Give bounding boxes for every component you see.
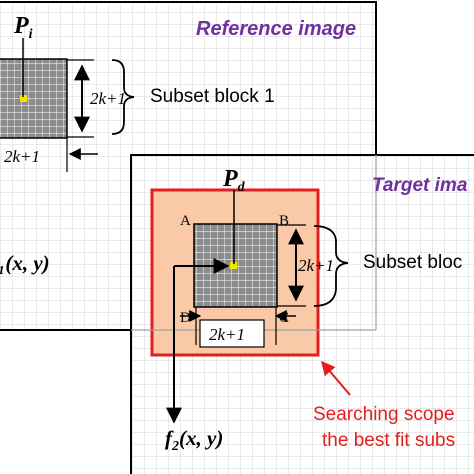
searching-scope-label-line2: the best fit subs (322, 430, 455, 451)
reference-curly-brace (111, 59, 135, 135)
target-vertical-size-label: 2k+1 (298, 256, 334, 275)
corner-label-a: A (180, 213, 191, 229)
target-curly-brace (313, 225, 349, 307)
reference-title: Reference image (196, 18, 356, 40)
reference-center-pixel (20, 95, 27, 102)
reference-function-label: ₁(x, y) (0, 251, 50, 275)
target-horizontal-size-box (199, 319, 265, 348)
searching-scope-label-line1: Searching scope (313, 404, 455, 425)
target-horizontal-size-label: 2k+1 (209, 325, 245, 344)
searching-scope-arrow (321, 360, 351, 396)
target-point-label: Pd (222, 166, 246, 195)
corner-label-b: B (279, 213, 289, 229)
reference-horizontal-size-label: 2k+1 (4, 147, 40, 166)
reference-vertical-size-label: 2k+1 (90, 89, 126, 108)
target-function-label: f2(x, y) (165, 426, 223, 454)
target-subset-label: Subset bloc (363, 252, 462, 273)
target-title: Target ima (372, 175, 468, 196)
reference-point-label: Pi (13, 13, 33, 42)
reference-subset-block (0, 58, 68, 139)
target-image-panel: Pd Target ima A B C D 2k+1 Subset bloc 2… (130, 154, 474, 474)
corner-label-c: C (279, 310, 289, 326)
corner-label-d: D (180, 310, 191, 326)
target-center-pixel (230, 262, 237, 269)
reference-subset-label: Subset block 1 (150, 86, 275, 107)
